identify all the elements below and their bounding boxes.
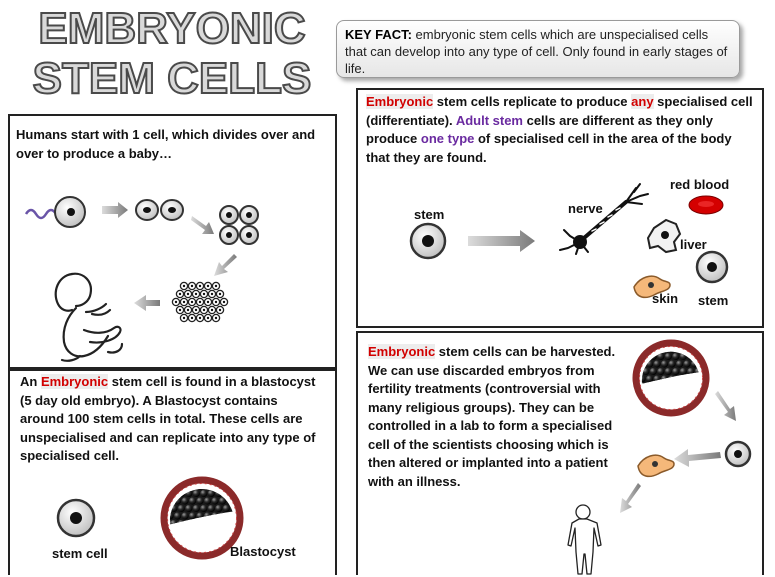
- development-diagram: [24, 196, 259, 362]
- blastocyst-icon: [160, 476, 244, 560]
- title-line-1: EMBRYONIC: [37, 3, 306, 54]
- replication-text: Embryonic stem cells replicate to produc…: [366, 93, 756, 167]
- nerve-label: nerve: [568, 201, 603, 216]
- liver-cell-icon: [646, 218, 682, 254]
- stem-cell-icon: [724, 440, 752, 468]
- egg-cell-icon: [54, 196, 86, 228]
- nerve-cell-icon: [559, 183, 649, 255]
- arrow-icon: [191, 216, 214, 234]
- human-silhouette-icon: [567, 504, 602, 575]
- key-fact-label: KEY FACT:: [345, 27, 412, 42]
- arrow-icon: [674, 449, 721, 467]
- stem-cell-icon: [409, 222, 447, 260]
- skin-cell-icon: [637, 454, 675, 478]
- title-line-2: STEM CELLS: [32, 53, 313, 104]
- replication-text-part: specialised cell (differentiate).: [366, 94, 753, 128]
- differentiation-diagram: [409, 183, 729, 299]
- morula-icon: [171, 276, 229, 328]
- stem-cell-icon: [56, 498, 96, 538]
- harvest-text-part: stem cells can be harvested. We can use …: [368, 344, 616, 489]
- skin-cell-icon: [633, 275, 671, 299]
- liver-label: liver: [680, 237, 707, 252]
- arrow-icon: [214, 254, 237, 276]
- stem-cell-icon: [695, 250, 729, 284]
- two-cell-icon: [135, 199, 184, 221]
- arrow-icon: [620, 483, 641, 513]
- red-blood-cell-icon: [688, 195, 724, 215]
- fetus-icon: [54, 272, 124, 362]
- key-fact-box: KEY FACT: embryonic stem cells which are…: [336, 20, 740, 78]
- blastocyst-text-part: stem cell is found in a blastocyst (5 da…: [20, 374, 316, 463]
- arrow-icon: [134, 295, 160, 311]
- blastocyst-panel: An Embryonic stem cell is found in a bla…: [8, 369, 337, 575]
- any-highlight: any: [631, 94, 654, 109]
- page-title: EMBRYONIC STEM CELLS: [22, 3, 322, 104]
- development-panel: Humans start with 1 cell, which divides …: [8, 114, 337, 369]
- harvest-text: Embryonic stem cells can be harvested. W…: [368, 343, 618, 491]
- replication-panel: Embryonic stem cells replicate to produc…: [356, 88, 764, 328]
- one-type-highlight: one type: [420, 131, 475, 146]
- key-fact-text: embryonic stem cells which are unspecial…: [345, 27, 728, 76]
- embryonic-highlight: Embryonic: [40, 374, 109, 389]
- blastocyst-text: An Embryonic stem cell is found in a bla…: [20, 373, 320, 466]
- blastocyst-diagram: [56, 476, 244, 560]
- red-blood-label: red blood: [670, 177, 730, 192]
- stem-label: stem: [414, 207, 445, 222]
- stem-cell-label: stem cell: [52, 546, 108, 561]
- replication-text-part: of specialised cell in the area of the b…: [366, 131, 732, 165]
- arrow-icon: [468, 230, 535, 252]
- replication-text-part: cells are different as they only produce: [366, 112, 714, 147]
- stem-label: stem: [698, 293, 729, 308]
- blastocyst-text-part: An: [20, 374, 41, 389]
- embryonic-highlight: Embryonic: [366, 94, 434, 109]
- embryonic-highlight: Embryonic: [368, 344, 436, 359]
- blastocyst-label: Blastocyst: [230, 544, 296, 559]
- replication-text-part: stem cells replicate to produce: [433, 94, 632, 109]
- adult-stem-highlight: Adult stem: [455, 112, 523, 128]
- harvest-diagram: [567, 339, 752, 575]
- blastocyst-icon: [632, 339, 710, 417]
- skin-label: skin: [652, 291, 679, 306]
- arrow-icon: [102, 202, 128, 218]
- harvest-panel: Embryonic stem cells can be harvested. W…: [356, 331, 764, 575]
- arrow-icon: [715, 391, 736, 421]
- four-cell-icon: [219, 205, 259, 245]
- development-text: Humans start with 1 cell, which divides …: [16, 127, 316, 161]
